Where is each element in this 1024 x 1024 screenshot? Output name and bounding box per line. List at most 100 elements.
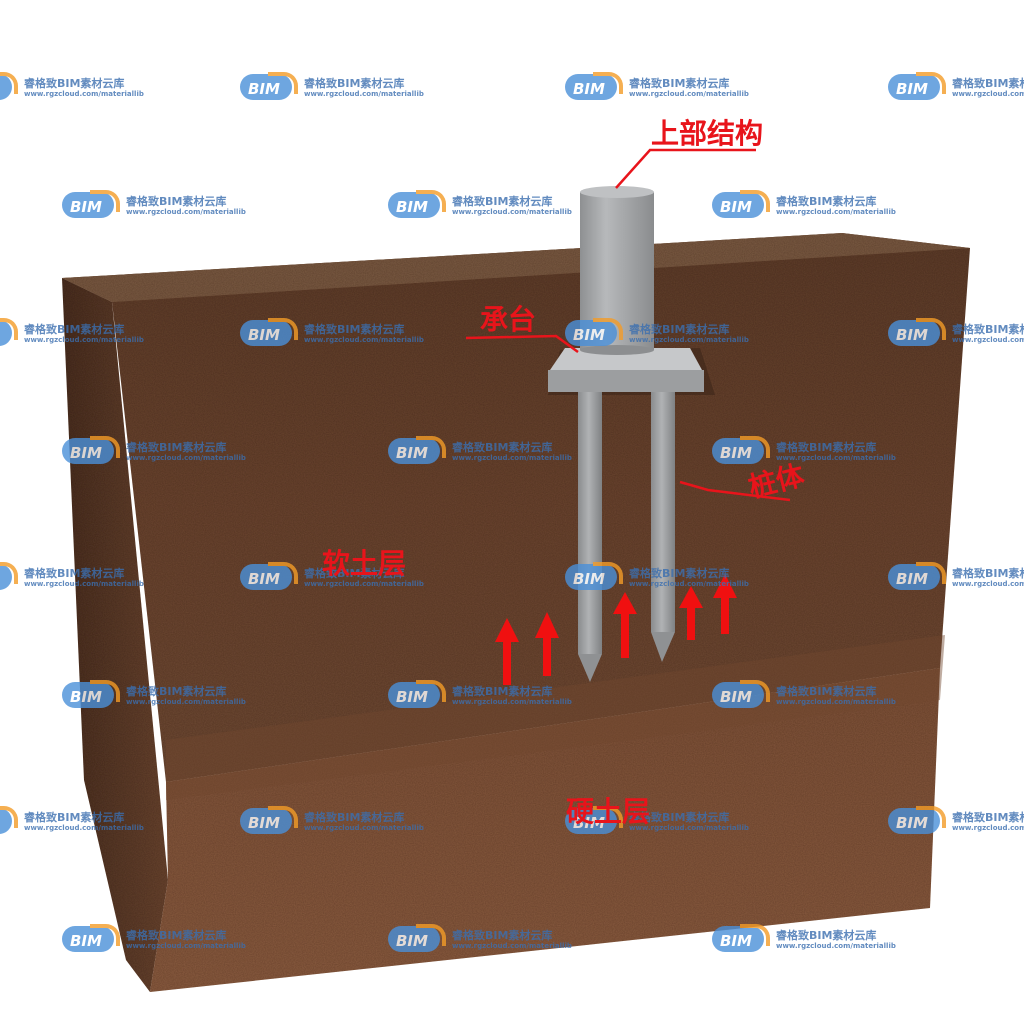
watermark-name: 睿格致BIM素材云库 bbox=[126, 440, 227, 454]
bim-cloud-logo-icon: BIM bbox=[565, 318, 623, 350]
watermark-url: www.rgzcloud.com/materiallib bbox=[452, 698, 572, 707]
bim-cloud-logo-icon: BIM bbox=[62, 190, 120, 222]
watermark-url: www.rgzcloud.com/materiallib bbox=[304, 580, 424, 589]
watermark-logo-text: BIM bbox=[896, 80, 928, 98]
watermark-name: 睿格致BIM素材云库 bbox=[24, 566, 125, 580]
bim-cloud-logo-icon: BIM bbox=[712, 436, 770, 468]
upward-force-arrows bbox=[495, 574, 737, 685]
watermark-logo-text: BIM bbox=[896, 326, 928, 344]
bim-cloud-logo-icon: BIM bbox=[888, 318, 946, 350]
leader-lines bbox=[465, 148, 791, 502]
watermark-url: www.rgzcloud.com/materiallib bbox=[776, 454, 896, 463]
watermark-url: www.rgzcloud.com/materiallib bbox=[776, 208, 896, 217]
watermark-url: www.rgzcloud.com/materiallib bbox=[126, 208, 246, 217]
watermark-url: www.rgzcloud.com/materiallib bbox=[126, 698, 246, 707]
bim-cloud-logo-icon: BIM bbox=[62, 436, 120, 468]
bim-cloud-logo-icon: BIM bbox=[0, 318, 18, 350]
bim-cloud-logo-icon: BIM bbox=[565, 562, 623, 594]
soft-soil-label: 软土层 bbox=[322, 547, 407, 580]
bim-cloud-logo-icon: BIM bbox=[240, 72, 298, 104]
watermark-logo-text: BIM bbox=[396, 444, 428, 462]
watermark-logo-text: BIM bbox=[396, 198, 428, 216]
watermark-url: www.rgzcloud.com/materiallib bbox=[952, 824, 1024, 833]
watermark-logo-text: BIM bbox=[573, 570, 605, 588]
pile-cap-label: 承台 bbox=[480, 303, 537, 336]
watermark-logo-text: BIM bbox=[70, 198, 102, 216]
watermark-name: 睿格致BIM素材云库 bbox=[304, 810, 405, 824]
watermark-logo-text: BIM bbox=[248, 326, 280, 344]
watermark-name: 睿格致BIM素材云库 bbox=[952, 810, 1024, 824]
pile-body-leader bbox=[679, 480, 791, 502]
watermark-name: 睿格致BIM素材云库 bbox=[304, 322, 405, 336]
watermark-url: www.rgzcloud.com/materiallib bbox=[952, 336, 1024, 345]
watermark-url: www.rgzcloud.com/materiallib bbox=[304, 336, 424, 345]
watermark-name: 睿格致BIM素材云库 bbox=[452, 684, 553, 698]
superstructure-label: 上部结构 bbox=[651, 117, 764, 150]
watermark-url: www.rgzcloud.com/materiallib bbox=[24, 580, 144, 589]
bim-cloud-logo-icon: BIM bbox=[388, 924, 446, 956]
watermark-name: 睿格致BIM素材云库 bbox=[776, 928, 877, 942]
bim-cloud-logo-icon: BIM bbox=[240, 562, 298, 594]
bim-cloud-logo-icon: BIM bbox=[0, 72, 18, 104]
watermark-logo-text: BIM bbox=[720, 444, 752, 462]
watermark-url: www.rgzcloud.com/materiallib bbox=[24, 824, 144, 833]
watermark-logo-text: BIM bbox=[396, 688, 428, 706]
watermark: BIM睿格致BIM素材云库www.rgzcloud.com/materialli… bbox=[0, 562, 144, 594]
watermark-logo-text: BIM bbox=[70, 688, 102, 706]
watermark: BIM睿格致BIM素材云库www.rgzcloud.com/materialli… bbox=[888, 72, 1024, 104]
watermark-logo-text: BIM bbox=[896, 570, 928, 588]
pile-cap-leader bbox=[465, 334, 579, 354]
bim-cloud-logo-icon: BIM bbox=[888, 72, 946, 104]
hard-soil-label: 硬土层 bbox=[566, 795, 651, 828]
watermark-logo-text: BIM bbox=[396, 932, 428, 950]
bim-cloud-logo-icon: BIM bbox=[565, 72, 623, 104]
watermark-name: 睿格致BIM素材云库 bbox=[126, 684, 227, 698]
arrow-up-icon bbox=[613, 592, 637, 658]
watermark-logo-text: BIM bbox=[720, 932, 752, 950]
watermark-name: 睿格致BIM素材云库 bbox=[952, 76, 1024, 90]
watermark-name: 睿格致BIM素材云库 bbox=[776, 684, 877, 698]
watermark-url: www.rgzcloud.com/materiallib bbox=[452, 208, 572, 217]
bim-cloud-logo-icon: BIM bbox=[0, 806, 18, 838]
hard-soil-layer bbox=[150, 668, 940, 992]
arrow-up-icon bbox=[535, 612, 559, 676]
watermark-name: 睿格致BIM素材云库 bbox=[126, 194, 227, 208]
watermark-name: 睿格致BIM素材云库 bbox=[452, 928, 553, 942]
bim-cloud-logo-icon: BIM bbox=[712, 190, 770, 222]
bim-cloud-logo-icon: BIM bbox=[240, 806, 298, 838]
watermark-name: 睿格致BIM素材云库 bbox=[629, 810, 730, 824]
watermark-url: www.rgzcloud.com/materiallib bbox=[24, 336, 144, 345]
watermark-logo-text: BIM bbox=[248, 80, 280, 98]
watermark-url: www.rgzcloud.com/materiallib bbox=[304, 824, 424, 833]
watermark-name: 睿格致BIM素材云库 bbox=[24, 810, 125, 824]
watermark-logo-text: BIM bbox=[248, 570, 280, 588]
watermark-url: www.rgzcloud.com/materiallib bbox=[776, 942, 896, 951]
bim-cloud-logo-icon: BIM bbox=[62, 680, 120, 712]
soil-transition-band bbox=[166, 635, 945, 800]
arrow-up-icon bbox=[679, 586, 703, 640]
arrow-up-icon bbox=[495, 618, 519, 685]
watermark-name: 睿格致BIM素材云库 bbox=[24, 322, 125, 336]
watermark-name: 睿格致BIM素材云库 bbox=[629, 322, 730, 336]
watermark: BIM睿格致BIM素材云库www.rgzcloud.com/materialli… bbox=[0, 72, 144, 104]
watermark-url: www.rgzcloud.com/materiallib bbox=[452, 942, 572, 951]
watermark-name: 睿格致BIM素材云库 bbox=[952, 322, 1024, 336]
watermark: BIM 睿格致BIM素材云库www.rgzcloud.com/materialli… bbox=[0, 318, 144, 350]
watermark-name: 睿格致BIM素材云库 bbox=[629, 76, 730, 90]
watermark-logo-text: BIM bbox=[248, 814, 280, 832]
bim-cloud-logo-icon: BIM bbox=[712, 680, 770, 712]
